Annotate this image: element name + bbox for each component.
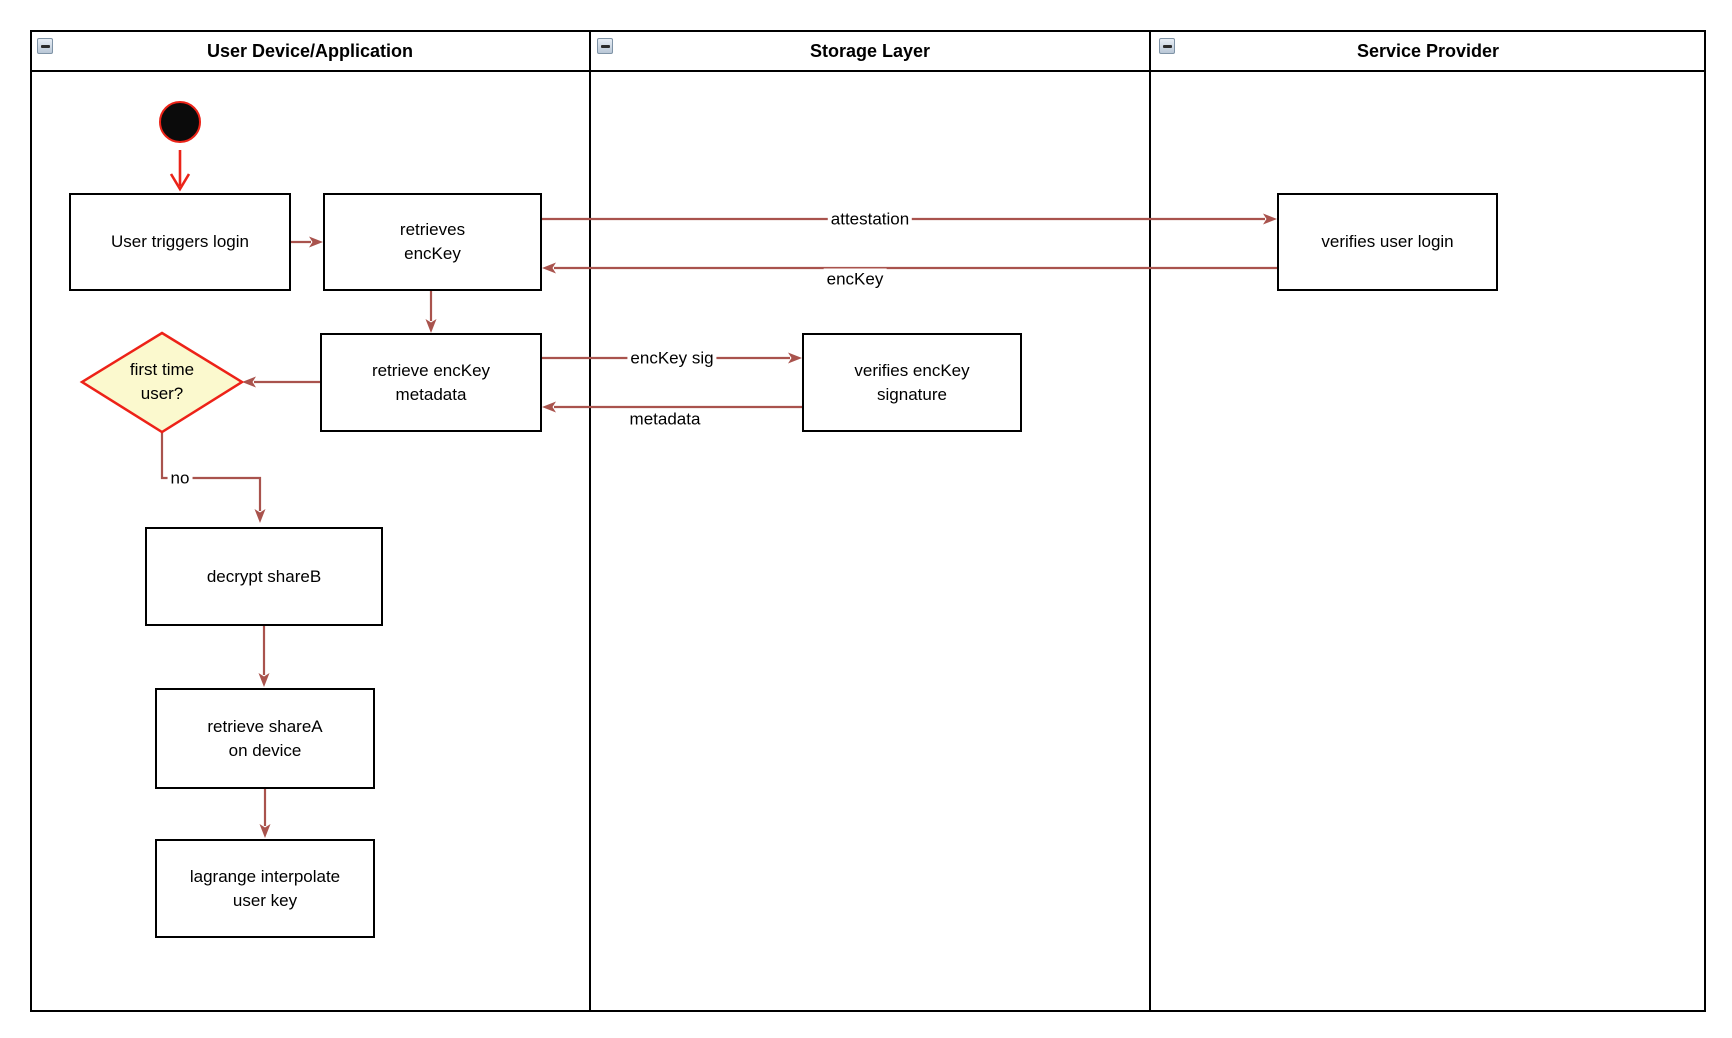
- edge-label-attestation: attestation: [827, 208, 913, 230]
- lane-divider-2: [1149, 30, 1151, 1012]
- lane-title-service-provider: Service Provider: [1356, 41, 1500, 61]
- pool-border: [30, 30, 1706, 1012]
- edge-label-metadata: metadata: [626, 408, 704, 430]
- edge-label-enckey: encKey: [823, 268, 887, 290]
- minus-icon: [1162, 44, 1172, 48]
- minus-icon: [40, 44, 50, 48]
- start-node[interactable]: [159, 101, 201, 143]
- activity-retrieves-enckey[interactable]: retrieves encKey: [323, 193, 542, 291]
- minus-icon: [600, 44, 610, 48]
- activity-verifies-user-login[interactable]: verifies user login: [1277, 193, 1498, 291]
- edge-label-enckey-sig: encKey sig: [627, 347, 717, 369]
- edge-label-no: no: [167, 467, 193, 489]
- collapse-icon[interactable]: [37, 38, 53, 54]
- lane-title-user-device: User Device/Application: [206, 41, 414, 61]
- lane-header-underline: [30, 70, 1706, 72]
- lane-divider-1: [589, 30, 591, 1012]
- collapse-icon[interactable]: [597, 38, 613, 54]
- lane-title-storage-layer: Storage Layer: [809, 41, 931, 61]
- collapse-icon[interactable]: [1159, 38, 1175, 54]
- activity-retrieve-sharea[interactable]: retrieve shareA on device: [155, 688, 375, 789]
- activity-verifies-enckey-signature[interactable]: verifies encKey signature: [802, 333, 1022, 432]
- activity-user-triggers-login[interactable]: User triggers login: [69, 193, 291, 291]
- activity-decrypt-shareb[interactable]: decrypt shareB: [145, 527, 383, 626]
- activity-retrieve-enckey-metadata[interactable]: retrieve encKey metadata: [320, 333, 542, 432]
- decision-label-first-time-user: first time user?: [129, 360, 195, 403]
- activity-lagrange-interpolate[interactable]: lagrange interpolate user key: [155, 839, 375, 938]
